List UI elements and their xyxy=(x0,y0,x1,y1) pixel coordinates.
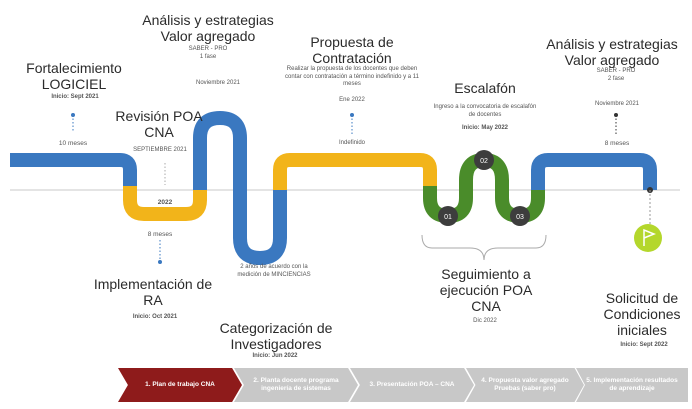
step-planta-docente[interactable]: 2. Planta docente programa ingeniería de… xyxy=(234,368,358,402)
segment-revision-poa xyxy=(123,186,207,221)
milestone-duration-implementacion: 8 meses xyxy=(147,231,173,238)
marker-01-label: 01 xyxy=(444,214,452,221)
milestone-title-propuesta: Propuesta de Contratación xyxy=(310,34,394,66)
segment-analisis-1 xyxy=(193,110,247,190)
segment-analisis-2 xyxy=(531,153,657,190)
milestone-date-seguimiento: Dic 2022 xyxy=(473,318,497,324)
milestone-title-analisis-1: Análisis y estrategias Valor agregado xyxy=(142,12,274,44)
milestone-date-implementacion: Inicio: Oct 2021 xyxy=(132,314,178,320)
marker-01 xyxy=(438,206,458,226)
milestone-title-implementacion: Implementación de RA xyxy=(93,276,213,308)
segment-categorizacion xyxy=(233,186,287,266)
milestone-date-revision: SEPTIEMBRE 2021 xyxy=(133,147,187,153)
milestone-duration-analisis-2: 8 meses xyxy=(604,140,630,147)
marker-03 xyxy=(510,206,530,226)
segment-fortalecimiento xyxy=(10,153,137,190)
milestone-title-revision: Revisión POA CNA xyxy=(115,108,203,140)
milestone-title-analisis-2: Análisis y estrategias Valor agregado xyxy=(546,36,678,68)
milestone-duration-propuesta: Indefinido xyxy=(338,140,366,146)
milestone-title-categorizacion: Categorización de Investigadores xyxy=(219,320,333,352)
flag-icon xyxy=(643,228,657,246)
milestone-title-solicitud: Solicitud de Condiciones iniciales xyxy=(603,290,681,338)
milestone-title-seguimiento: Seguimiento a ejecución POA CNA xyxy=(439,266,533,314)
step-propuesta-valor[interactable]: 4. Propuesta valor agregado Pruebas (sab… xyxy=(466,368,584,402)
milestone-title-fortalecimiento: Fortalecimiento LOGICIEL xyxy=(26,60,122,92)
marker-02-label: 02 xyxy=(480,158,488,165)
milestone-detail-analisis-2: SABER - PRO 2 fase xyxy=(596,68,636,82)
step-label: 4. Propuesta valor agregado Pruebas (sab… xyxy=(481,377,569,392)
milestone-date-solicitud: Inicio: Sept 2022 xyxy=(620,342,668,348)
milestone-date-analisis-2: Noviembre 2021 xyxy=(594,101,640,107)
step-label: 2. Planta docente programa ingeniería de… xyxy=(253,377,339,392)
milestone-title-escalafon: Escalafón xyxy=(454,80,516,96)
step-presentacion-poa[interactable]: 3. Presentación POA – CNA xyxy=(350,368,474,402)
dot-fortalecimiento xyxy=(71,113,75,117)
milestone-detail-escalafon: Ingreso a la convocatoria de escalafón d… xyxy=(433,104,537,118)
milestone-detail-propuesta: Realizar la propuesta de los docentes qu… xyxy=(285,66,419,87)
marker-02 xyxy=(474,150,494,170)
milestone-detail-analisis-1: SABER - PRO 1 fase xyxy=(188,46,228,60)
milestone-date-fortalecimiento: Inicio: Sept 2021 xyxy=(51,94,99,100)
finish-flag-circle xyxy=(634,224,662,252)
step-plan-trabajo[interactable]: 1. Plan de trabajo CNA xyxy=(118,368,242,402)
step-label: 3. Presentación POA – CNA xyxy=(369,381,455,388)
segment-propuesta xyxy=(273,153,437,190)
step-implementacion-resultados[interactable]: 5. Implementación resultados de aprendiz… xyxy=(576,368,688,402)
milestone-date-escalafon: Inicio: May 2022 xyxy=(461,125,509,131)
dot-implementacion xyxy=(158,260,162,264)
milestone-duration-fortalecimiento: 10 meses xyxy=(58,140,88,147)
milestone-date-propuesta: Ene 2022 xyxy=(339,97,365,103)
milestone-date-categorizacion: Inicio: Jun 2022 xyxy=(252,353,298,359)
step-label: 5. Implementación resultados de aprendiz… xyxy=(586,377,678,392)
milestone-detail-categorizacion: 2 años de acuerdo con la medición de MIN… xyxy=(237,264,311,278)
seguimiento-bracket xyxy=(421,234,547,261)
step-label: 1. Plan de trabajo CNA xyxy=(145,381,215,388)
milestone-year-revision: 2022 xyxy=(157,199,173,206)
marker-03-label: 03 xyxy=(516,214,524,221)
milestone-date-analisis-1: Noviembre 2021 xyxy=(195,80,241,86)
